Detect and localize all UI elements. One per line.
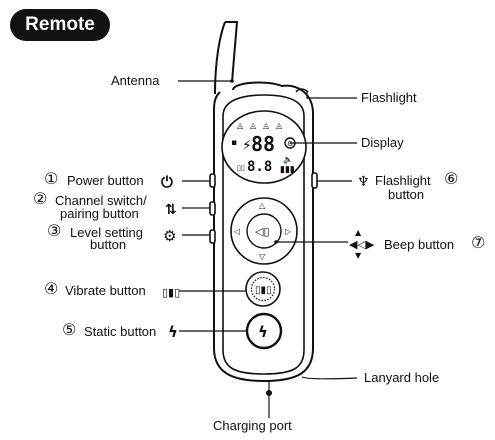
antenna-label: Antenna <box>111 73 160 88</box>
speaker-icon: 🔈 <box>283 155 293 164</box>
vibrate-label: Vibrate button <box>65 283 146 298</box>
svg-text:⚙: ⚙ <box>287 140 293 148</box>
lcd-display: ◬ ◬ ◬ ◬ ▪ ⚡ 88 ⚙ 8.8 ▯▯ 🔈 ▮▮▮ <box>221 110 307 184</box>
flashlight-side-button[interactable] <box>311 172 318 189</box>
charging-label: Charging port <box>213 418 292 433</box>
vibrate-button-icon: ▯▮▯ <box>255 285 272 296</box>
static-number: ⑤ <box>62 320 77 339</box>
beep-center-icon: ◁▯ <box>255 225 270 238</box>
level-label-line2: button <box>90 237 127 252</box>
power-label: Power button <box>67 173 144 188</box>
level-side-button[interactable] <box>209 229 216 244</box>
svg-text:▪: ▪ <box>231 138 237 148</box>
svg-text:◬: ◬ <box>250 121 257 130</box>
static-button[interactable]: ϟ <box>245 312 283 350</box>
remote-badge: Remote <box>10 9 110 41</box>
flashlight-button-number: ⑥ <box>444 169 459 188</box>
beep-arrow-down-icon: ▼ <box>355 251 362 260</box>
side-buttons <box>209 172 318 244</box>
static-button-icon: ϟ <box>258 323 268 341</box>
label-icons: ⏻ ⇅ ⚙ ♆ ◀◁▶ ▲ ▼ ▯▮▯ ϟ <box>161 173 375 341</box>
beep-number: ⑦ <box>471 233 486 252</box>
static-label: Static button <box>84 324 157 339</box>
flashlight-icon: ♆ <box>357 174 370 190</box>
power-icon: ⏻ <box>161 173 173 191</box>
power-number: ① <box>44 169 59 188</box>
gear-icon: ⚙ <box>163 227 176 245</box>
bolt-icon: ϟ <box>168 323 178 341</box>
lcd-digits-bottom: 8.8 <box>247 159 272 175</box>
arrow-down-icon: ▽ <box>259 252 266 261</box>
display-label: Display <box>361 135 404 150</box>
vibrate-icon: ▯▮▯ <box>162 286 180 299</box>
channel-label-line2: pairing button <box>60 206 139 221</box>
channel-number: ② <box>33 189 48 208</box>
arrow-up-icon: △ <box>259 201 266 210</box>
arrow-left-icon: ◁ <box>233 227 240 236</box>
lanyard-label: Lanyard hole <box>364 370 440 385</box>
channel-side-button[interactable] <box>209 201 216 216</box>
beep-arrow-up-icon: ▲ <box>355 228 362 237</box>
flashlight-button-label-line1: Flashlight <box>375 173 431 188</box>
remote-body <box>213 21 314 383</box>
svg-text:◬: ◬ <box>263 121 270 130</box>
channel-switch-icon: ⇅ <box>165 202 177 218</box>
lcd-digits-top: 88 <box>251 132 275 156</box>
flashlight-label: Flashlight <box>361 90 417 105</box>
channel-label-line1: Channel switch/ <box>55 193 147 208</box>
svg-text:◬: ◬ <box>237 121 244 130</box>
beep-nav-pad[interactable]: ◁▯ △ ▽ ◁ ▷ <box>230 197 298 265</box>
leader-lines <box>178 80 358 418</box>
level-number: ③ <box>47 221 62 240</box>
power-side-button[interactable] <box>209 173 216 188</box>
svg-text:◬: ◬ <box>276 121 283 130</box>
vibrate-number: ④ <box>44 279 59 298</box>
level-label-line1: Level setting <box>70 225 143 240</box>
beep-label: Beep button <box>384 237 455 252</box>
beep-arrows-icon: ◀◁▶ <box>349 238 375 251</box>
svg-text:▮▮▮: ▮▮▮ <box>280 165 295 175</box>
flashlight-button-label-line2: button <box>388 187 425 202</box>
svg-text:▯▯: ▯▯ <box>237 164 245 172</box>
svg-text:⚡: ⚡ <box>242 138 252 154</box>
signal-icons: ◬ ◬ ◬ ◬ <box>237 121 283 130</box>
vibrate-button[interactable]: ▯▮▯ <box>245 271 281 307</box>
arrow-right-icon: ▷ <box>285 227 292 236</box>
